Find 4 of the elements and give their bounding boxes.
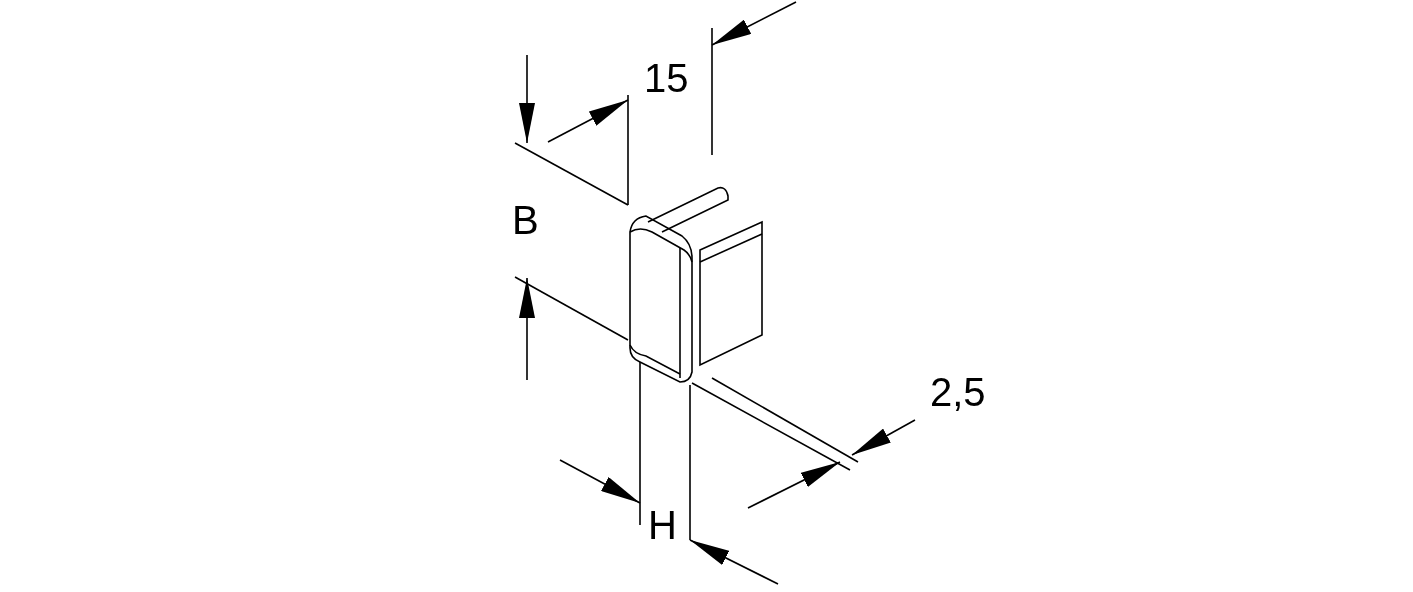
dimension-label: 15 bbox=[644, 58, 689, 98]
dimension-label: H bbox=[648, 505, 677, 545]
dimension-label: B bbox=[512, 200, 539, 240]
dimension-label: 2,5 bbox=[930, 372, 986, 412]
